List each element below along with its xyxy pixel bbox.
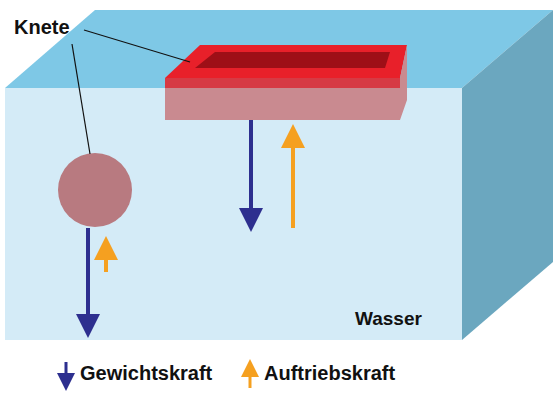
boat-rim (165, 45, 407, 78)
leader-line (84, 30, 190, 62)
water-front (5, 88, 462, 340)
water-surface (5, 10, 553, 88)
legend-sample (249, 368, 252, 388)
part-label: Knete (14, 16, 70, 38)
legend-text: Gewichtskraft (80, 362, 212, 384)
buoyancy-arrow (291, 136, 295, 228)
clay-ball (58, 153, 132, 227)
water-side (462, 10, 553, 340)
buoyancy-arrow (104, 248, 108, 272)
boat-hull (165, 45, 407, 120)
weight-arrow (249, 120, 253, 220)
boat-edge (165, 78, 400, 88)
medium-label: Wasser (355, 309, 422, 330)
legend-sample (65, 362, 68, 382)
legend-text: Auftriebskraft (264, 362, 395, 384)
leader-line (72, 44, 90, 154)
weight-arrow (86, 228, 90, 326)
boat-inside (195, 52, 390, 68)
